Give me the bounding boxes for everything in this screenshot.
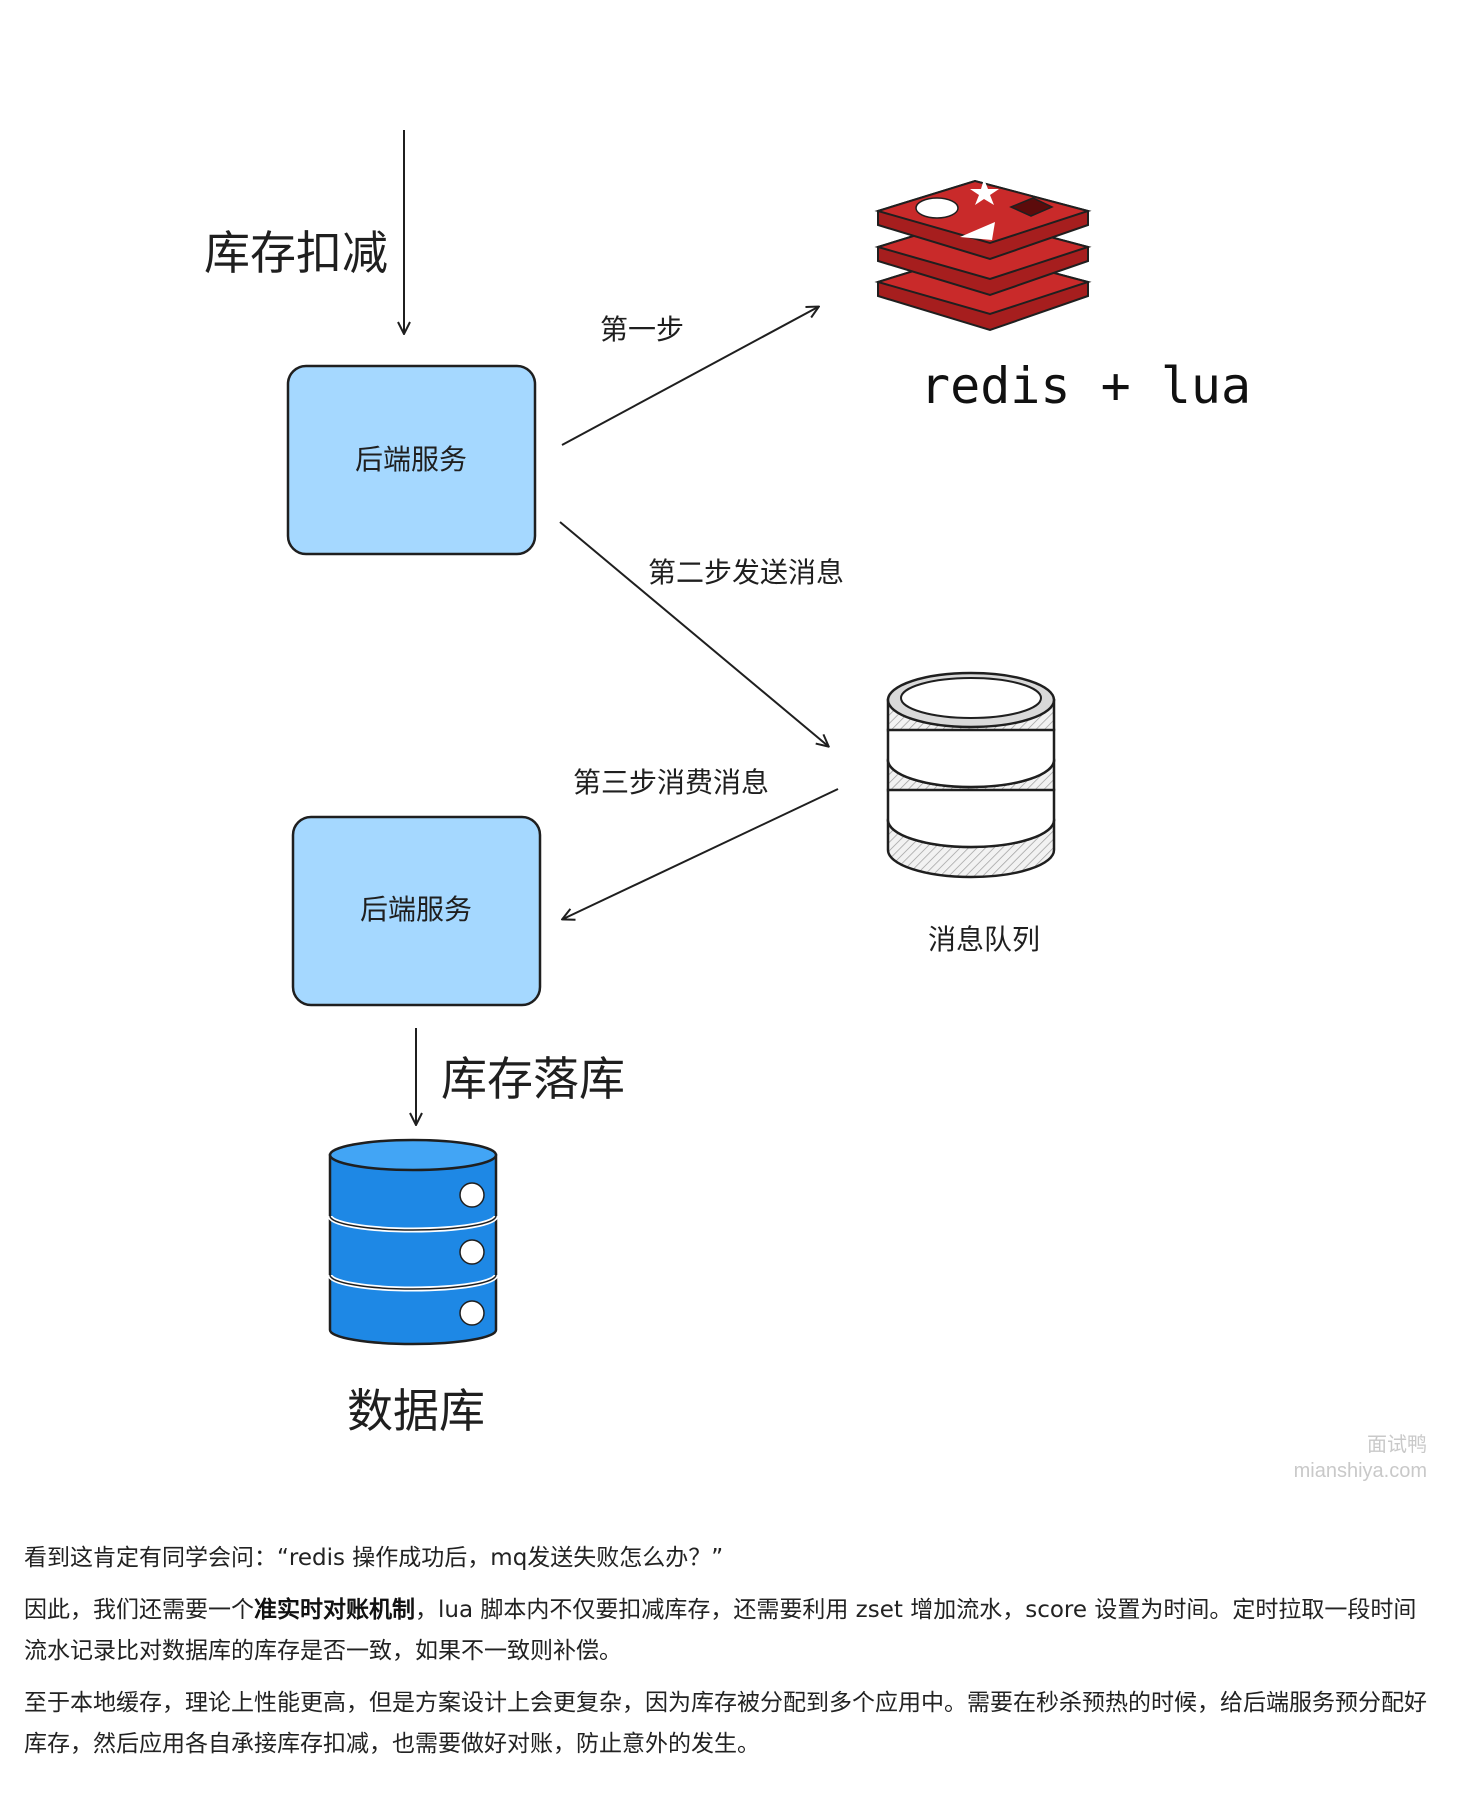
watermark-line-1: 面试鸭 xyxy=(1367,1434,1427,1456)
article-paragraph-1: 看到这肯定有同学会问：“redis 操作成功后，mq发送失败怎么办？” xyxy=(24,1545,724,1571)
watermark: 面试鸭 mianshiya.com xyxy=(1294,1432,1427,1484)
backend-service-label-1: 后端服务 xyxy=(355,443,467,476)
database-icon xyxy=(327,1138,499,1346)
article-paragraph-3: 至于本地缓存，理论上性能更高，但是方案设计上会更复杂，因为库存被分配到多个应用中… xyxy=(24,1690,1427,1757)
article-text: 看到这肯定有同学会问：“redis 操作成功后，mq发送失败怎么办？” 因此，我… xyxy=(24,1538,1432,1776)
article-paragraph-2-start: 因此，我们还需要一个 xyxy=(24,1597,254,1623)
database-label: 数据库 xyxy=(347,1384,485,1438)
step1-arrow xyxy=(561,307,818,446)
backend-service-box-2: 后端服务 xyxy=(291,815,542,1007)
message-queue-label: 消息队列 xyxy=(928,923,1040,956)
redis-lua-label: redis + lua xyxy=(920,357,1251,415)
step3-label: 第三步消费消息 xyxy=(573,766,769,799)
backend-service-box-1: 后端服务 xyxy=(286,364,537,556)
watermark-line-2: mianshiya.com xyxy=(1293,1460,1427,1482)
inventory-deduct-label: 库存扣减 xyxy=(204,226,388,280)
step2-arrow xyxy=(559,521,828,746)
architecture-diagram: 库存扣减 后端服务 第一步 redis + lua 第二步发送消息 xyxy=(204,130,1251,1438)
message-queue-icon xyxy=(886,671,1056,879)
article-paragraph-2-rest: ，lua 脚本内不仅要扣减库存，还需要利用 zset 增加流水，score 设置… xyxy=(24,1597,1417,1664)
article-paragraph-2: 因此，我们还需要一个准实时对账机制，lua 脚本内不仅要扣减库存，还需要利用 z… xyxy=(24,1590,1432,1672)
reconciliation-emphasis: 准实时对账机制 xyxy=(254,1597,415,1623)
persist-label: 库存落库 xyxy=(441,1052,625,1106)
step3-arrow xyxy=(563,788,839,919)
step2-label: 第二步发送消息 xyxy=(648,556,844,589)
redis-icon xyxy=(874,179,1092,332)
backend-service-label-2: 后端服务 xyxy=(360,893,472,926)
step1-label: 第一步 xyxy=(600,313,684,346)
